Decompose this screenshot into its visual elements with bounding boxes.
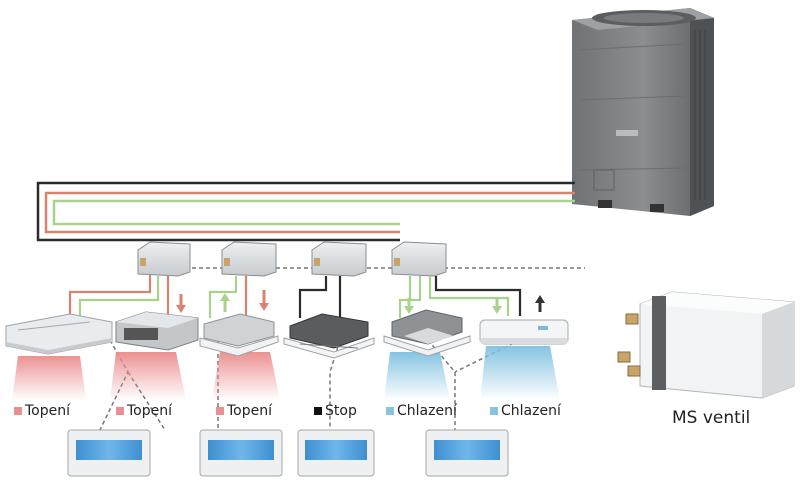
arrow-down-red-1	[176, 305, 186, 313]
label-heating-2: Topení	[116, 403, 172, 419]
indoor-units	[5, 309, 569, 359]
label-text: Topení	[227, 403, 273, 419]
label-cooling-1: Chlazení	[386, 403, 457, 419]
airflow-heating-cooling	[12, 346, 560, 400]
airflow-heating-1	[12, 356, 86, 400]
controller-2	[199, 429, 283, 477]
label-text: Chlazení	[501, 403, 561, 419]
label-text: Chlazení	[397, 403, 457, 419]
cassette-4way-2	[383, 309, 471, 357]
arrow-down-green-1	[404, 306, 414, 314]
label-text: Topení	[25, 403, 71, 419]
wall-unit	[479, 319, 569, 345]
cooling-swatch	[490, 407, 498, 415]
duct-unit	[115, 311, 199, 351]
ms-valve-3	[311, 241, 367, 277]
flow-arrows	[176, 290, 545, 314]
label-heating-3: Topení	[216, 403, 272, 419]
cassette-4way-1	[199, 313, 279, 357]
airflow-heating-2	[110, 352, 186, 400]
label-cooling-2: Chlazení	[490, 403, 561, 419]
label-stop: Stop	[314, 403, 357, 419]
heating-swatch	[14, 407, 22, 415]
controller-3	[297, 429, 375, 477]
ms-valve-2	[221, 241, 277, 277]
airflow-heating-3	[212, 352, 280, 400]
ceiling-unit	[5, 313, 113, 355]
label-heating-1: Topení	[14, 403, 70, 419]
wired-controllers	[67, 429, 509, 477]
airflow-cooling-2	[480, 346, 560, 400]
cassette-1way-stop	[283, 313, 375, 359]
ms-valve-boxes	[137, 241, 447, 277]
label-text: Stop	[325, 403, 357, 419]
ms-ventil-caption: MS ventil	[672, 408, 751, 428]
cooling-swatch	[386, 407, 394, 415]
ms-valve-1	[137, 241, 191, 277]
main-refrigerant-pipes	[36, 181, 575, 242]
stop-swatch	[314, 407, 322, 415]
controller-4	[425, 429, 509, 477]
label-text: Topení	[127, 403, 173, 419]
airflow-cooling-1	[384, 352, 450, 400]
ms-valve-4	[391, 241, 447, 277]
heating-swatch	[116, 407, 124, 415]
heating-swatch	[216, 407, 224, 415]
controller-1	[67, 429, 151, 477]
arrow-down-green-2	[492, 306, 502, 314]
arrow-up-black	[535, 295, 545, 303]
arrow-up-green	[220, 293, 230, 301]
indoor-branch-pipes	[68, 276, 522, 318]
ms-ventil-unit	[617, 291, 795, 399]
outdoor-unit	[572, 8, 714, 216]
arrow-down-red-2	[259, 303, 269, 311]
